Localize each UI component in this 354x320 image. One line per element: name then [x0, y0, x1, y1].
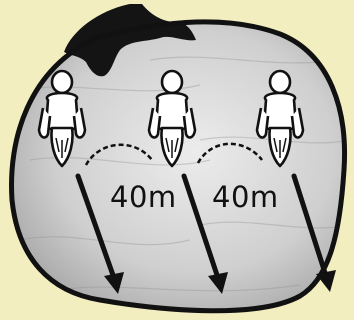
distance-label: 40m: [110, 180, 177, 214]
distance-label: 40m: [212, 180, 279, 214]
